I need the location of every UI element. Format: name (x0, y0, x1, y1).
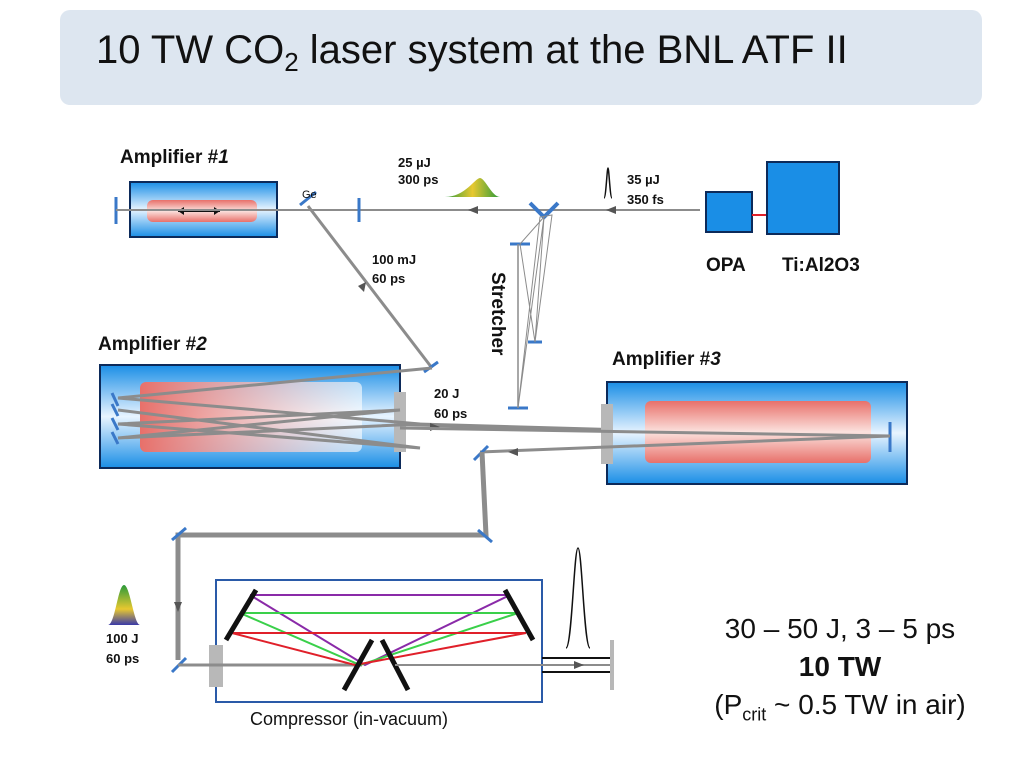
output-spec: 30 – 50 J, 3 – 5 ps 10 TW (Pcrit ~ 0.5 T… (660, 610, 1020, 734)
amplifier-3-window (601, 404, 613, 464)
pulse4-energy: 100 J (106, 631, 139, 646)
tisapph-label: Ti:Al2O3 (782, 255, 860, 276)
pulse3-duration: 60 ps (434, 406, 467, 421)
compressor-grating-right (502, 588, 536, 642)
amplifier-3-rod (645, 401, 871, 463)
pulse1-energy: 25 µJ (398, 155, 431, 170)
pulse3-energy: 20 J (434, 386, 459, 401)
compressor-label: Compressor (in-vacuum) (250, 709, 448, 729)
title-box: 10 TW CO2 laser system at the BNL ATF II (60, 10, 982, 105)
pulse2-duration: 60 ps (372, 271, 405, 286)
spec-power: 10 TW (798, 651, 882, 682)
pulse2-energy: 100 mJ (372, 252, 416, 267)
compressor-grating-left (223, 588, 259, 642)
tisapph-box (766, 161, 840, 235)
spec-critical-power: (Pcrit ~ 0.5 TW in air) (714, 689, 966, 725)
ge-label: Ge (302, 189, 317, 201)
opa-box (705, 191, 753, 233)
page-title: 10 TW CO2 laser system at the BNL ATF II (96, 28, 848, 77)
compressor-grating-center-left (341, 638, 375, 692)
amplifier-3-label: Amplifier #3 (612, 349, 721, 370)
amplifier-2-beam-path (117, 366, 433, 450)
amplifier-2-label: Amplifier #2 (98, 334, 207, 355)
pulse-shape-350fs (603, 167, 613, 199)
beam-to-amp2 (306, 205, 434, 369)
spec-energy-duration: 30 – 50 J, 3 – 5 ps (724, 613, 956, 644)
opa-label: OPA (706, 255, 746, 276)
seed-energy: 35 µJ (627, 172, 660, 187)
seed-duration: 350 fs (627, 192, 664, 207)
amplifier-1-label: Amplifier #1 (120, 147, 229, 168)
beam-to-compressor (175, 451, 489, 660)
pulse-shape-100j (108, 585, 140, 625)
pulse1-duration: 300 ps (398, 172, 438, 187)
ge-plate (299, 190, 317, 207)
pulse-shape-300ps (445, 178, 500, 197)
pulse-shape-output (565, 547, 591, 649)
stretcher-label: Stretcher (487, 272, 508, 356)
pulse4-duration: 60 ps (106, 651, 139, 666)
